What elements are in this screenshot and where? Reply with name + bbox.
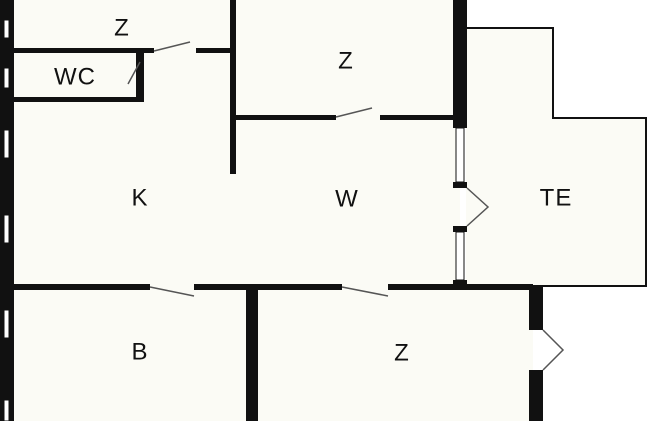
wall-living-right-mid: [453, 182, 467, 188]
wall-z-top-left-bottom-b: [196, 48, 236, 53]
window-left-3: [3, 129, 10, 159]
label-z-bottom: Z: [394, 340, 410, 367]
window-left-1: [3, 19, 10, 39]
label-z-top-left: Z: [114, 15, 130, 42]
window-left-2: [3, 67, 10, 89]
door-exterior-right: [542, 329, 565, 371]
wall-wc-bottom: [14, 97, 144, 102]
walls: [0, 0, 543, 421]
wall-b-right: [246, 290, 252, 421]
wall-z-top-center-bottom-a: [236, 115, 336, 120]
terrace-outline-line: [466, 27, 647, 287]
label-wc: WC: [54, 64, 96, 91]
door-z-top-left: [153, 41, 191, 52]
wall-middle-horizontal-c: [388, 284, 533, 290]
window-right-2: [455, 231, 465, 281]
room-labels: Z WC Z K W TE B Z: [54, 15, 573, 367]
wall-living-right-low: [453, 226, 467, 232]
label-w: W: [335, 186, 359, 213]
wall-middle-horizontal-b: [194, 284, 342, 290]
label-z-top-center: Z: [338, 48, 354, 75]
door-b: [149, 286, 195, 297]
label-b: B: [131, 339, 148, 366]
wall-z-top-left-bottom-a: [14, 48, 154, 53]
wall-z-top-center-bottom-b: [380, 115, 460, 120]
wall-wc-right: [136, 53, 144, 101]
doors: [127, 41, 565, 371]
window-left-6: [3, 399, 10, 421]
wall-living-right-top: [453, 0, 467, 128]
terrace-outline: [466, 27, 647, 287]
wall-top-divider: [230, 0, 236, 174]
wall-left-exterior: [0, 0, 14, 421]
windows: [3, 19, 465, 421]
door-z-top-center: [335, 107, 373, 118]
wall-z-bottom-right-top: [529, 286, 543, 330]
floor-bottom-right: [455, 286, 533, 421]
wall-b-z-divider: [252, 290, 258, 421]
window-left-5: [3, 309, 10, 339]
door-wc: [127, 61, 141, 85]
wall-z-bottom-right-bottom: [529, 370, 543, 421]
window-right-1: [455, 127, 465, 183]
label-te: TE: [540, 185, 573, 212]
wall-middle-horizontal-a: [14, 284, 150, 290]
door-terrace: [466, 187, 490, 227]
floor-terrace: [466, 28, 646, 286]
window-left-4: [3, 214, 10, 244]
label-k: K: [131, 185, 148, 212]
door-z-bottom: [341, 286, 389, 297]
